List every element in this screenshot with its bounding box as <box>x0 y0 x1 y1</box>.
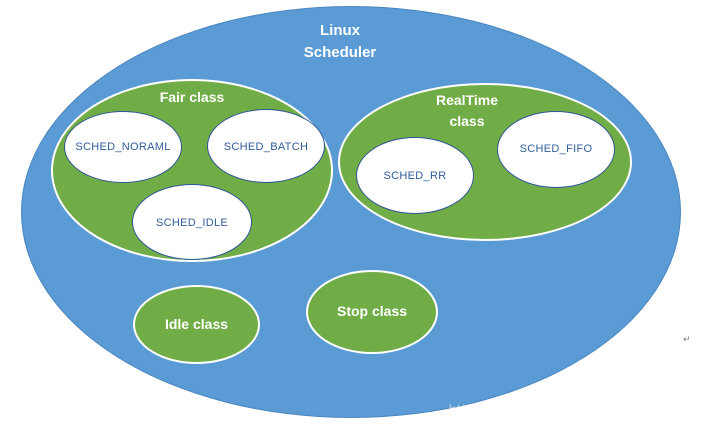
policy-sched-rr-label: SCHED_RR <box>383 170 447 182</box>
realtime-class-label-line1: RealTime <box>436 92 498 108</box>
stop-class-label: Stop class <box>336 303 408 319</box>
corner-mark: ↵ <box>683 334 691 344</box>
policy-sched-idle-label: SCHED_IDLE <box>155 217 229 229</box>
realtime-class-label-line2: class <box>449 113 485 129</box>
idle-class-ellipse <box>133 285 260 364</box>
scheduler-title-line1: Linux <box>320 22 360 39</box>
policy-sched-normal-ellipse <box>64 111 182 183</box>
policy-sched-idle-ellipse <box>132 184 252 260</box>
policy-sched-rr-ellipse <box>356 137 474 214</box>
fair-class-label: Fair class <box>159 89 225 105</box>
scheduler-title-line2: Scheduler <box>303 44 377 61</box>
policy-sched-batch-ellipse <box>207 109 325 183</box>
policy-sched-normal-label: SCHED_NORAML <box>75 141 171 153</box>
policy-sched-batch-label: SCHED_BATCH <box>223 141 309 153</box>
idle-class-label: Idle class <box>164 316 229 332</box>
policy-sched-fifo-ellipse <box>497 111 615 188</box>
watermark-text: https://blog.csdn.net/zhoutaopower <box>448 403 680 418</box>
scheduler-title: Linux Scheduler <box>290 20 390 64</box>
stop-class-ellipse <box>306 270 438 354</box>
realtime-class-label: RealTime class <box>417 90 517 132</box>
policy-sched-fifo-label: SCHED_FIFO <box>519 143 593 155</box>
